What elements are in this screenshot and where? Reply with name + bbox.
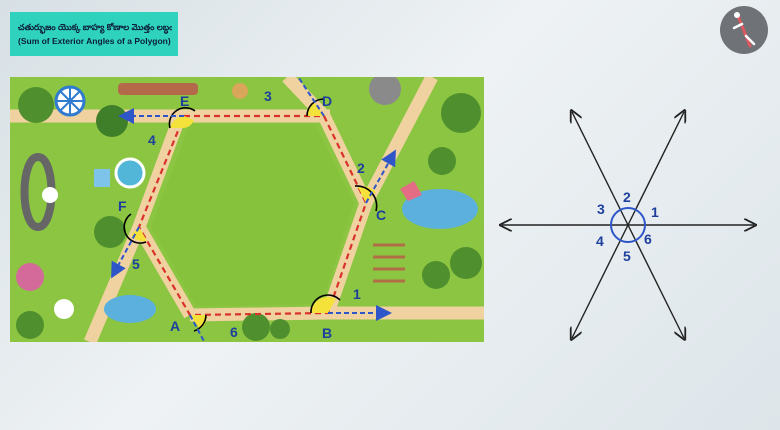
figure-angle-label-6: 6 (644, 231, 652, 247)
exterior-angles-figure: 1 2 3 4 5 6 (496, 100, 762, 350)
park-scenery (16, 77, 482, 341)
concurrent-lines (502, 112, 754, 338)
park-angle-label-2: 2 (357, 160, 365, 176)
figure-angle-label-2: 2 (623, 189, 631, 205)
angle-circle (610, 207, 646, 243)
title-box: చతుర్భుజం యొక్క బాహ్య కోణాల మొత్తం లబ్ధం… (10, 12, 178, 56)
park-angle-label-1: 1 (353, 286, 361, 302)
central-lawn (151, 124, 354, 306)
person-logo-icon (720, 6, 768, 54)
vertex-label-F: F (118, 198, 127, 214)
park-angle-label-6: 6 (230, 324, 238, 340)
vertex-label-C: C (376, 207, 386, 223)
vertex-label-D: D (322, 93, 332, 109)
park-angle-label-5: 5 (132, 256, 140, 272)
figure-angle-label-4: 4 (596, 233, 604, 249)
title-telugu: చతుర్భుజం యొక్క బాహ్య కోణాల మొత్తం లబ్ధం (18, 22, 172, 32)
title-english: (Sum of Exterior Angles of a Polygon) (18, 36, 171, 46)
park-diagram: D E C F A B 1 2 3 4 5 6 (10, 77, 484, 342)
vertex-label-E: E (180, 93, 189, 109)
park-angle-label-4: 4 (148, 132, 156, 148)
vertex-label-A: A (170, 318, 180, 334)
figure-angle-label-1: 1 (651, 204, 659, 220)
exterior-extension-arrows (111, 77, 396, 342)
park-angle-label-3: 3 (264, 88, 272, 104)
figure-angle-label-5: 5 (623, 248, 631, 264)
figure-angle-label-3: 3 (597, 201, 605, 217)
vertex-label-B: B (322, 325, 332, 341)
